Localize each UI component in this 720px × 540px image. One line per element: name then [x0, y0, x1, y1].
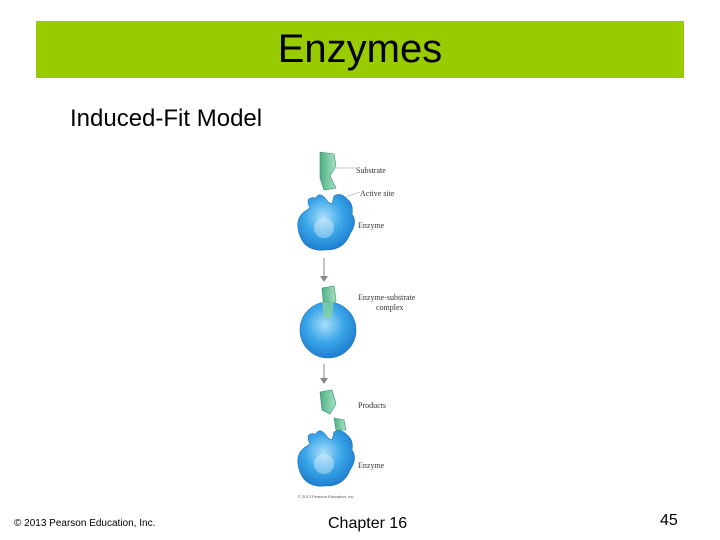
enzyme-core-bottom: [314, 454, 334, 474]
induced-fit-diagram: Substrate Active site Enzyme Enzyme-subs…: [280, 148, 440, 504]
product-shape-2: [334, 418, 346, 430]
figure-credit: © 2013 Pearson Education, Inc.: [298, 494, 355, 499]
arrow-1-head: [320, 276, 328, 282]
label-complex-line2: complex: [376, 303, 404, 312]
label-complex-line1: Enzyme-substrate: [358, 293, 416, 302]
slide-title: Enzymes: [36, 27, 684, 72]
footer-copyright: © 2013 Pearson Education, Inc.: [14, 518, 155, 529]
slide-subtitle: Induced-Fit Model: [70, 105, 262, 133]
page-number: 45: [660, 512, 678, 530]
substrate-bound: [322, 302, 334, 318]
footer-chapter: Chapter 16: [328, 515, 407, 533]
substrate-shape: [320, 152, 336, 190]
product-shape-1: [320, 390, 336, 414]
label-enzyme-bottom: Enzyme: [358, 461, 385, 470]
label-products: Products: [358, 401, 386, 410]
title-bar: Enzymes: [36, 21, 684, 78]
label-substrate: Substrate: [356, 166, 386, 175]
enzyme-core-top: [314, 218, 334, 238]
arrow-2-head: [320, 378, 328, 384]
label-active-site: Active site: [360, 189, 395, 198]
label-enzyme: Enzyme: [358, 221, 385, 230]
